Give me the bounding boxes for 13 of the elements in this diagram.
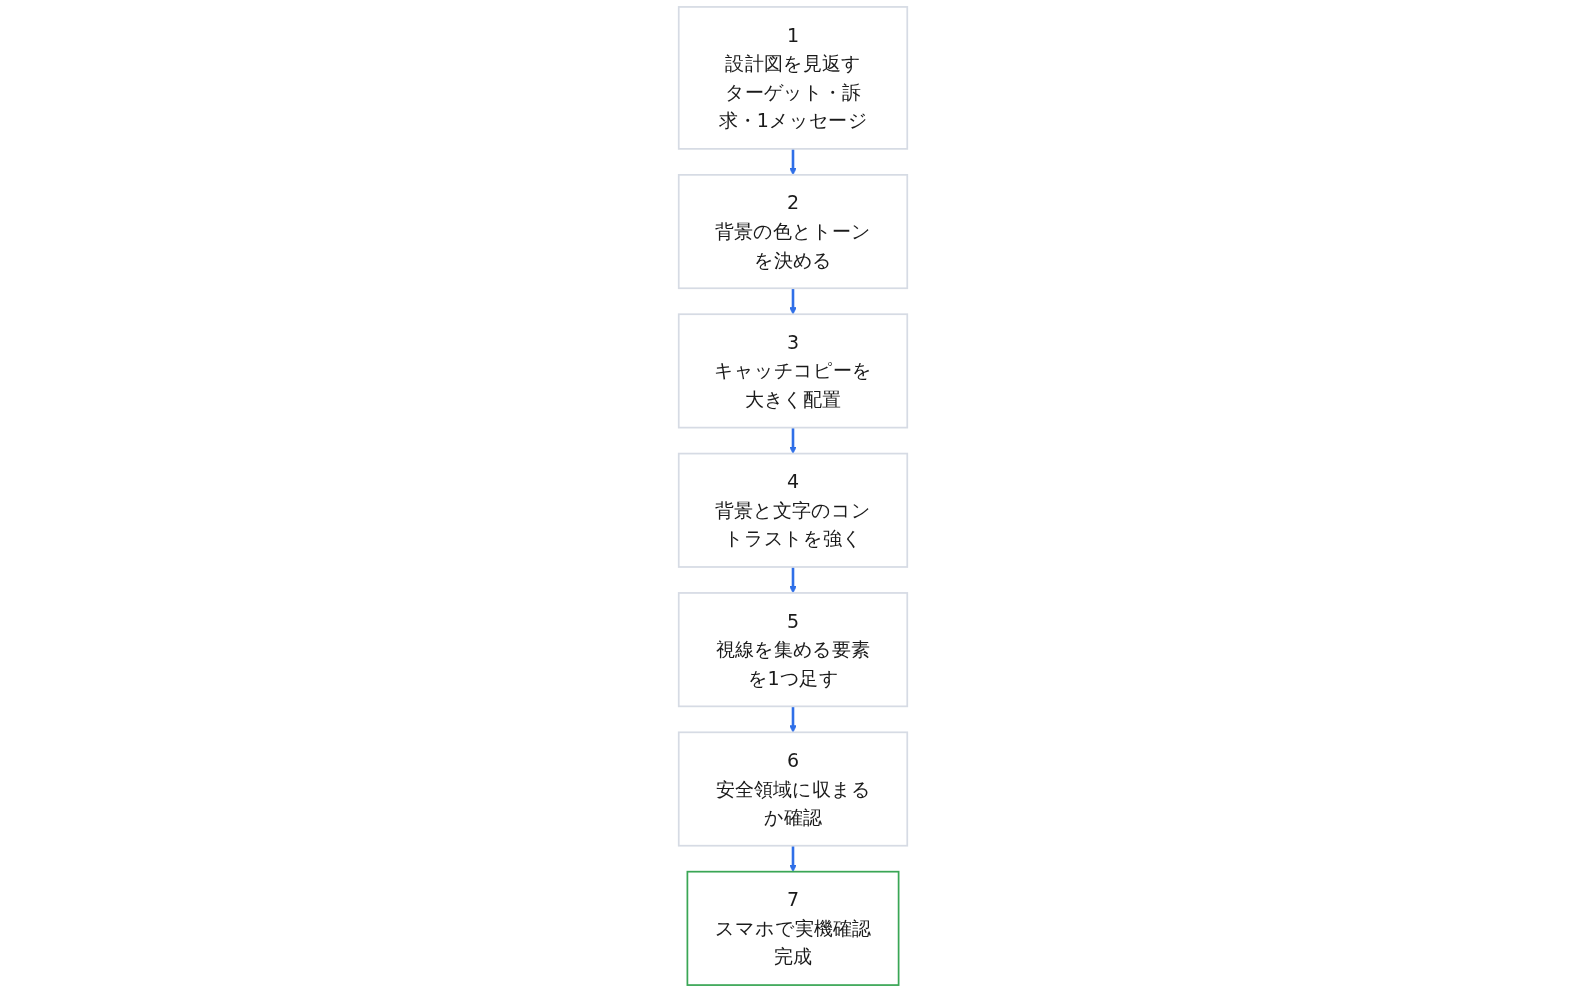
node-box: 7 スマホで実機確認 完成 (686, 870, 900, 986)
node-box: 1 設計図を見返す ターゲット・訴求・1メッセージ (677, 6, 909, 150)
arrow (789, 706, 797, 733)
node-box: 2 背景の色とトーンを決める (677, 174, 909, 290)
arrow (789, 288, 797, 315)
arrow (789, 427, 797, 454)
node-box: 4 背景と文字のコントラストを強く (677, 452, 909, 568)
arrow (789, 845, 797, 873)
node-box: 5 視線を集める要素を1つ足す (677, 592, 909, 708)
node-box: 3 キャッチコピーを大きく配置 (677, 313, 909, 429)
arrow (789, 567, 797, 594)
arrow (789, 148, 797, 176)
node-box: 6 安全領域に収まるか確認 (677, 731, 909, 847)
